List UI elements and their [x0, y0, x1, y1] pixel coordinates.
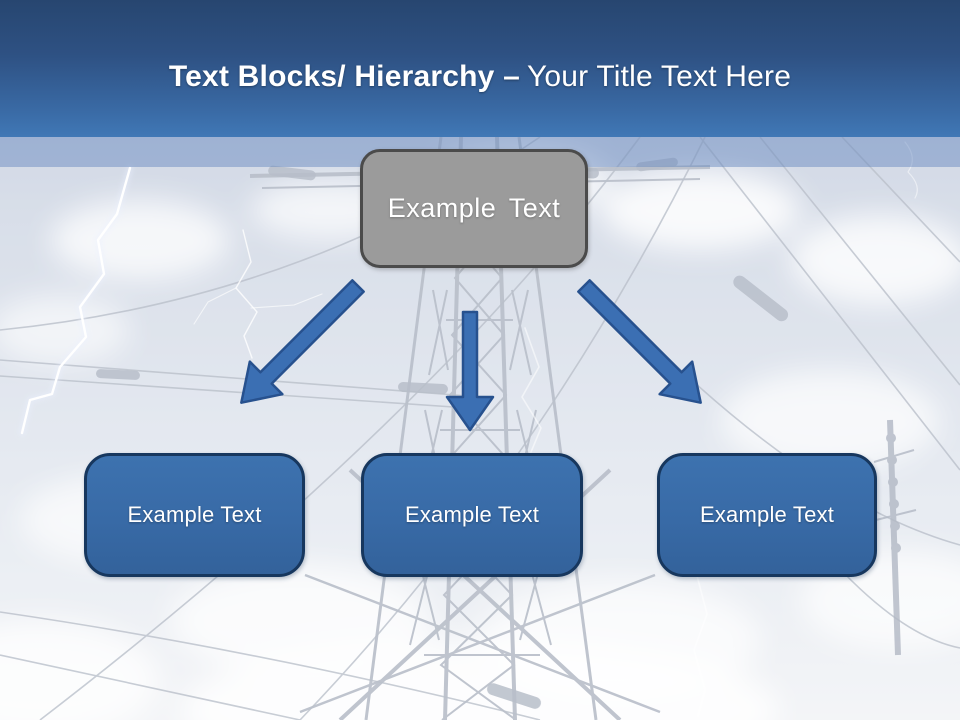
- hierarchy-root-box[interactable]: Example Text: [360, 149, 588, 268]
- hierarchy-child-box-1[interactable]: Example Text: [84, 453, 305, 577]
- hierarchy-child-box-3[interactable]: Example Text: [657, 453, 877, 577]
- child-box-label: Example Text: [404, 502, 540, 527]
- child-box-label: Example Text: [127, 502, 262, 527]
- title-bold-part: Text Blocks/ Hierarchy –: [168, 59, 520, 93]
- root-box-label: Example Text: [387, 193, 561, 223]
- side-pole: [873, 419, 917, 656]
- page-title[interactable]: Text Blocks/ Hierarchy –Your Title Text …: [169, 60, 791, 94]
- title-bar: Text Blocks/ Hierarchy –Your Title Text …: [0, 0, 960, 137]
- child-box-label: Example Text: [699, 502, 835, 527]
- hierarchy-child-box-2[interactable]: Example Text: [361, 453, 583, 577]
- title-regular-part: Your Title Text Here: [526, 59, 792, 93]
